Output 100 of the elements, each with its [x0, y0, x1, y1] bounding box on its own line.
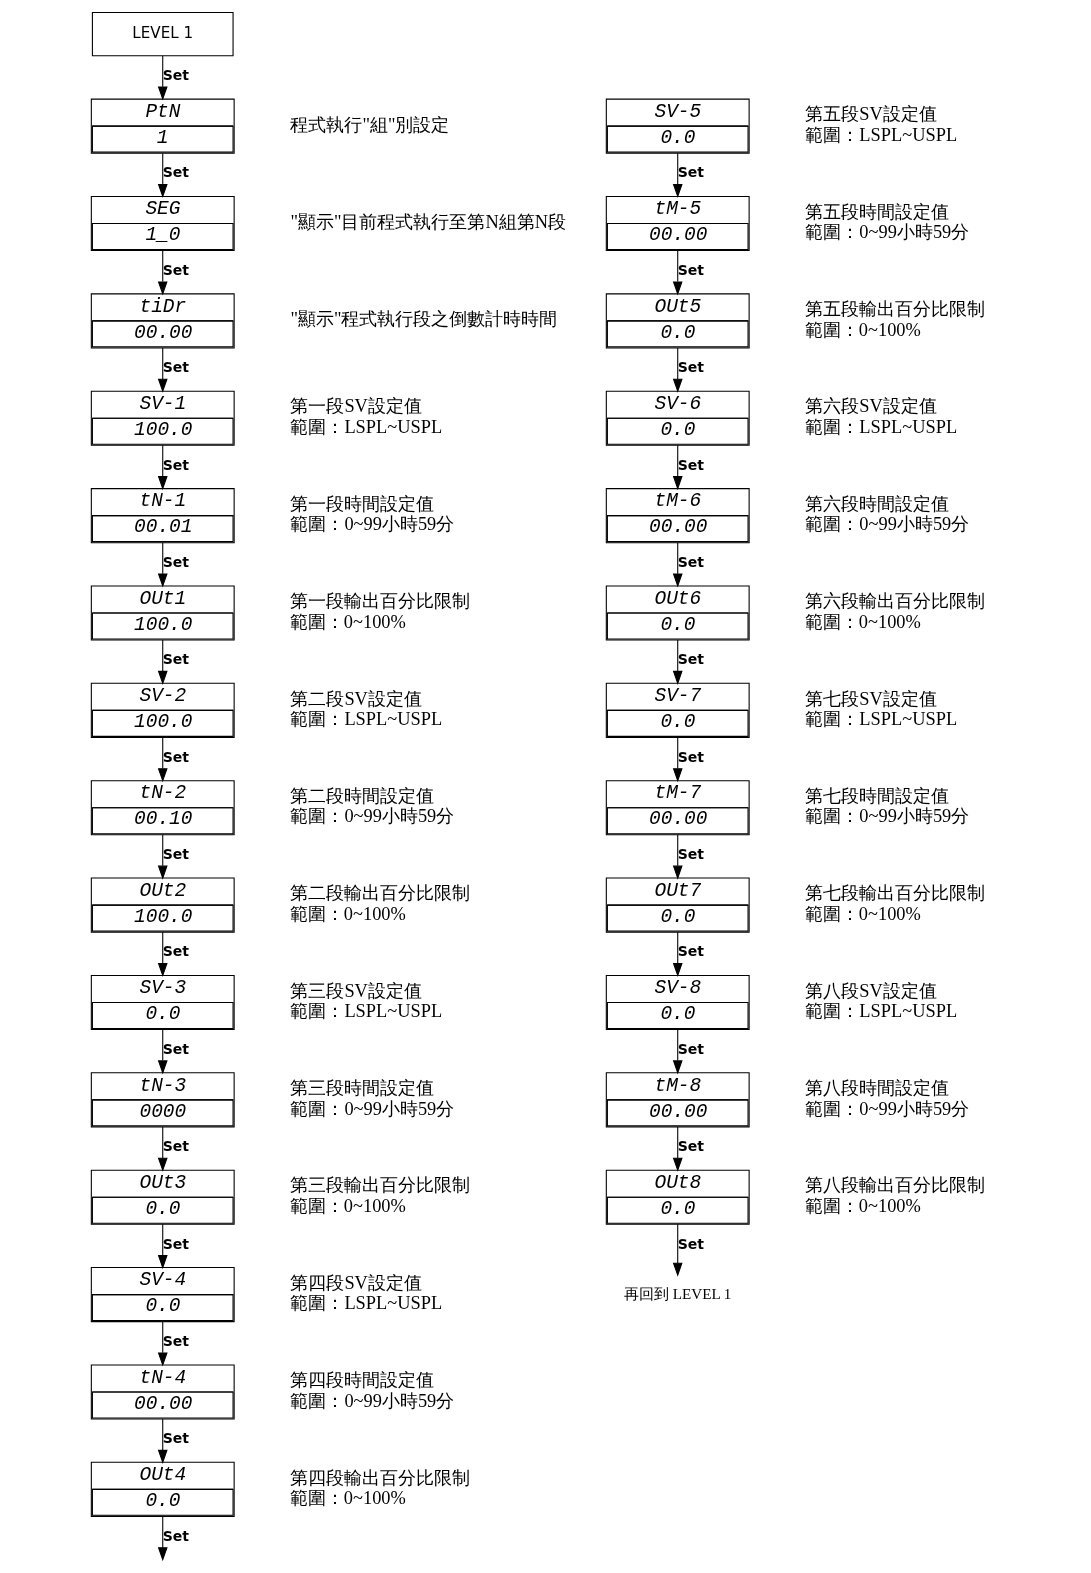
edge-label: Set: [677, 1040, 704, 1057]
edge-label: Set: [677, 456, 704, 473]
node-label: 第五段SV設定值: [804, 104, 937, 125]
arrow: [672, 1223, 683, 1277]
node-label: 第二段輸出百分比限制: [289, 883, 470, 904]
node-label: 第四段時間設定值: [289, 1370, 434, 1391]
edge-label: Set: [162, 1527, 189, 1544]
node-label: 範圍：0~100%: [804, 1195, 921, 1216]
node-label: 範圍：0~99小時59分: [804, 514, 969, 535]
node-label: 第八段時間設定值: [804, 1078, 949, 1099]
edge-label: Set: [162, 67, 189, 84]
node-label: 範圍：0~99小時59分: [289, 1390, 454, 1411]
arrow: [157, 1126, 168, 1172]
arrow: [672, 250, 683, 296]
node-label: 第八段輸出百分比限制: [804, 1175, 985, 1196]
arrow: [672, 347, 683, 393]
edge-label: Set: [677, 553, 704, 570]
arrow: [672, 444, 683, 491]
arrow: [157, 444, 168, 491]
arrow: [672, 152, 683, 199]
node-box: LEVEL 1: [91, 12, 234, 57]
edge-label: Set: [677, 651, 704, 668]
node-label: 第六段SV設定值: [804, 396, 937, 417]
arrow: [157, 55, 168, 101]
node-label: 第二段時間設定值: [289, 785, 434, 806]
node-label: 範圍：LSPL~USPL: [289, 1001, 442, 1022]
node-label: 範圍：0~100%: [289, 903, 406, 924]
arrow: [672, 1029, 683, 1075]
node-label: 範圍：LSPL~USPL: [289, 709, 442, 730]
edge-label: Set: [162, 1430, 189, 1447]
arrow: [672, 639, 683, 685]
edge-label: Set: [162, 748, 189, 765]
node-label: 範圍：0~100%: [804, 611, 921, 632]
edge-label: Set: [677, 846, 704, 863]
node-label: "顯示"目前程式執行至第N組第N段: [289, 211, 566, 232]
node-label: 第四段輸出百分比限制: [289, 1467, 470, 1488]
node-label: 第七段時間設定值: [804, 785, 949, 806]
arrow: [157, 542, 168, 588]
edge-label: Set: [677, 359, 704, 376]
node-label: 範圍：LSPL~USPL: [289, 416, 442, 437]
edge-label: Set: [162, 1332, 189, 1349]
node-label: 範圍：0~100%: [804, 319, 921, 340]
node-label: 範圍：0~100%: [289, 611, 406, 632]
node-label: 範圍：LSPL~USPL: [804, 709, 957, 730]
edge-label: Set: [677, 748, 704, 765]
edge-label: Set: [677, 164, 704, 181]
node-label: 範圍：0~100%: [289, 1195, 406, 1216]
edge-label: Set: [162, 1235, 189, 1252]
node-text: 再回到 LEVEL 1: [623, 1285, 731, 1302]
edge-label: Set: [162, 1138, 189, 1155]
edge-label: Set: [162, 261, 189, 278]
node-label: 範圍：LSPL~USPL: [289, 1293, 442, 1314]
arrow: [672, 736, 683, 783]
node-label: 第六段時間設定值: [804, 493, 949, 514]
node-label: 第六段輸出百分比限制: [804, 591, 985, 612]
edge-label: Set: [162, 1040, 189, 1057]
node-label: 第五段輸出百分比限制: [804, 299, 985, 320]
node-label: 第三段時間設定值: [289, 1078, 434, 1099]
edge-label: Set: [162, 359, 189, 376]
node-label: 第三段SV設定值: [289, 980, 422, 1001]
edge-label: Set: [677, 261, 704, 278]
node-label: 第一段時間設定值: [289, 493, 434, 514]
arrow: [157, 1321, 168, 1367]
node-label: 程式執行"組"別設定: [289, 114, 449, 135]
node-label: 範圍：0~99小時59分: [289, 514, 454, 535]
node-label: "顯示"程式執行段之倒數計時時間: [289, 309, 557, 330]
edge-label: Set: [162, 651, 189, 668]
node-label: 範圍：0~99小時59分: [289, 806, 454, 827]
node-label: 範圍：LSPL~USPL: [804, 416, 957, 437]
arrow: [157, 1223, 168, 1270]
arrow: [157, 1516, 168, 1562]
node-label: 範圍：0~100%: [804, 903, 921, 924]
node-label: 第八段SV設定值: [804, 980, 937, 1001]
arrow: [157, 1418, 168, 1464]
edge-label: Set: [162, 456, 189, 473]
edge-label: Set: [162, 164, 189, 181]
arrow: [672, 931, 683, 978]
arrow: [157, 347, 168, 393]
arrow: [672, 1126, 683, 1172]
node-label: 第二段SV設定值: [289, 688, 422, 709]
node-label: 第一段輸出百分比限制: [289, 591, 470, 612]
node-label: 範圍：0~99小時59分: [804, 222, 969, 243]
node-label: 範圍：0~99小時59分: [804, 806, 969, 827]
node-label: 範圍：LSPL~USPL: [804, 1001, 957, 1022]
node-label: 範圍：0~99小時59分: [289, 1098, 454, 1119]
arrow: [157, 639, 168, 685]
node-label: 範圍：0~99小時59分: [804, 1098, 969, 1119]
arrow: [157, 931, 168, 978]
node-label: 第五段時間設定值: [804, 201, 949, 222]
arrow: [672, 542, 683, 588]
edge-label: Set: [677, 1138, 704, 1155]
edge-label: Set: [677, 1235, 704, 1252]
node-label: 第三段輸出百分比限制: [289, 1175, 470, 1196]
arrow: [157, 736, 168, 783]
edge-label: Set: [162, 943, 189, 960]
edge-label: Set: [162, 553, 189, 570]
node-label: 第七段輸出百分比限制: [804, 883, 985, 904]
node-label: 第一段SV設定值: [289, 396, 422, 417]
arrow: [157, 250, 168, 296]
edge-label: Set: [677, 943, 704, 960]
